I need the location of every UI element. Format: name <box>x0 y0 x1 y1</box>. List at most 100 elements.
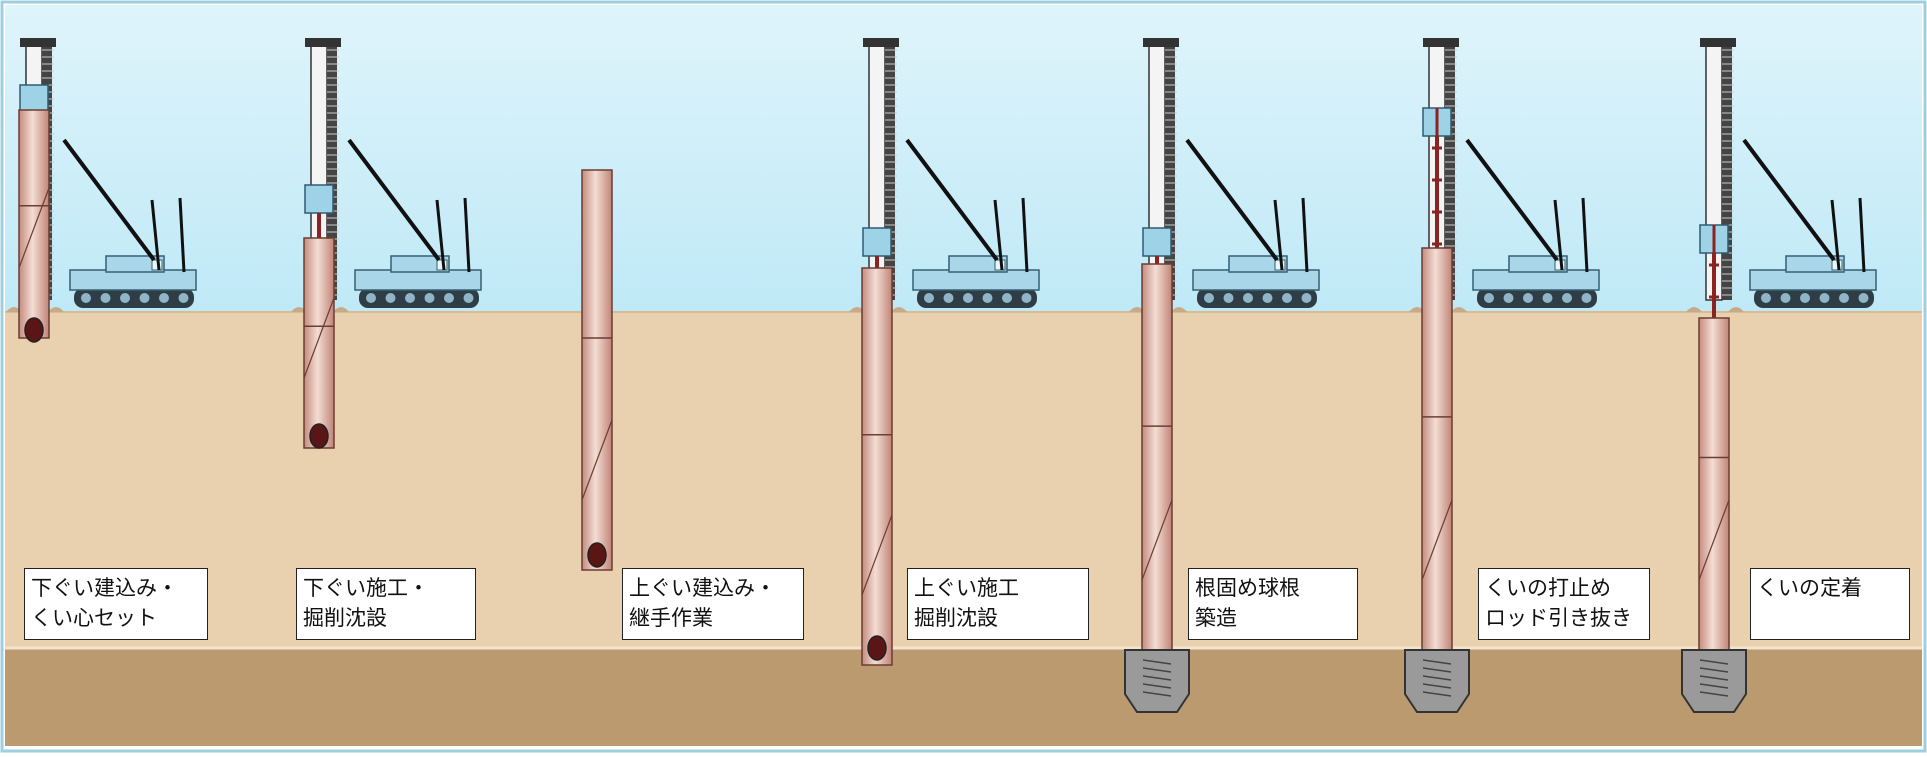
drill-bit <box>587 542 607 568</box>
crawler-wheel <box>1800 293 1810 303</box>
pile <box>18 109 50 339</box>
crawler-wheel <box>366 293 376 303</box>
crawler-wheel <box>963 293 973 303</box>
step-4-illustration <box>849 38 1040 666</box>
root-bulb <box>1404 649 1470 713</box>
step-7-illustration <box>1681 38 1877 713</box>
back-stay <box>1465 138 1559 262</box>
spoil-mound <box>891 307 907 312</box>
machine-cab <box>1508 255 1568 273</box>
crawler-track <box>917 288 1037 308</box>
crawler-wheel <box>1021 293 1032 303</box>
machine-cab <box>948 255 1008 273</box>
spoil-mound <box>48 307 64 312</box>
mast-top <box>1423 38 1459 47</box>
crawler-wheel <box>1282 293 1292 303</box>
crawler-track <box>1477 288 1597 308</box>
bulb-coil <box>1422 683 1452 689</box>
bulb-coil <box>1422 659 1452 665</box>
crawler-wheel <box>159 293 169 303</box>
bulb-coil <box>1699 659 1729 665</box>
bulb-coil <box>1142 683 1172 689</box>
crawler-wheel <box>424 293 435 303</box>
machine-cab <box>105 255 165 273</box>
back-stay <box>1742 138 1836 262</box>
mast-top <box>1700 38 1736 47</box>
auger-spiral <box>303 297 335 379</box>
crawler-wheel <box>1581 293 1592 303</box>
mast-rail <box>1722 45 1732 300</box>
step-5-label: 根固め球根 築造 <box>1188 568 1358 640</box>
machine-cab <box>390 255 450 273</box>
rear-stay <box>1581 197 1589 273</box>
rear-stay <box>1830 199 1841 271</box>
crawler-wheel <box>1243 293 1253 303</box>
crawler-wheel <box>120 293 130 303</box>
spoil-mound <box>333 307 349 312</box>
crawler-wheel <box>1002 293 1012 303</box>
spoil-mound <box>1129 307 1145 312</box>
crawler-track <box>74 288 194 308</box>
step-3-label: 上ぐい建込み・ 継手作業 <box>622 568 804 640</box>
crawler-wheel <box>178 293 189 303</box>
step-1-label: 下ぐい建込み・ くい心セット <box>24 568 208 640</box>
bearing-layer <box>5 648 1922 746</box>
back-stay <box>905 138 999 262</box>
crawler-wheel <box>81 293 91 303</box>
crawler-wheel <box>1562 293 1572 303</box>
mast-rail <box>327 45 337 300</box>
spoil-mound <box>1728 307 1744 312</box>
step-4-label: 上ぐい施工 掘削沈設 <box>907 568 1089 640</box>
machine-body <box>912 269 1040 291</box>
drill-bit <box>867 635 887 661</box>
crawler-wheel <box>1262 293 1273 303</box>
bulb-coil <box>1422 667 1452 673</box>
spoil-mound <box>1686 307 1702 312</box>
rear-stay <box>178 197 186 273</box>
crawler-track <box>1754 288 1874 308</box>
bulb-coil <box>1422 675 1452 681</box>
rear-stay <box>435 199 446 271</box>
mast-top <box>1143 38 1179 47</box>
spoil-mound <box>1451 307 1467 312</box>
machine-body <box>354 269 482 291</box>
crawler-track <box>1197 288 1317 308</box>
pile <box>861 267 893 666</box>
machine-cab <box>1785 255 1845 273</box>
root-bulb <box>1681 649 1747 713</box>
auger-spiral <box>581 419 613 501</box>
crawler-wheel <box>1819 293 1830 303</box>
auger-spiral <box>861 514 893 596</box>
crawler-wheel <box>1858 293 1869 303</box>
rear-stay <box>463 197 471 273</box>
crawler-wheel <box>1761 293 1771 303</box>
crawler-wheel <box>463 293 474 303</box>
crawler-wheel <box>1223 293 1234 303</box>
mast-rail <box>1165 45 1175 300</box>
step-6-illustration <box>1404 38 1600 713</box>
crawler-track <box>359 288 479 308</box>
spoil-mound <box>6 307 22 312</box>
rear-stay <box>1858 197 1866 273</box>
bulb-coil <box>1422 691 1452 697</box>
rear-stay <box>993 199 1004 271</box>
bulb-coil <box>1699 691 1729 697</box>
rear-stay <box>150 199 161 271</box>
pile <box>1141 263 1173 651</box>
rear-stay <box>1021 197 1029 273</box>
mast-top <box>305 38 341 47</box>
back-stay <box>1185 138 1279 262</box>
root-bulb <box>1124 649 1190 713</box>
crawler-wheel <box>444 293 454 303</box>
crawler-wheel <box>943 293 954 303</box>
mast-rail <box>885 45 895 300</box>
auger-spiral <box>1141 499 1173 581</box>
bulb-coil <box>1699 683 1729 689</box>
crawler-wheel <box>1503 293 1514 303</box>
step-5-illustration <box>1124 38 1320 713</box>
crawler-wheel <box>385 293 396 303</box>
spoil-mound <box>1409 307 1425 312</box>
